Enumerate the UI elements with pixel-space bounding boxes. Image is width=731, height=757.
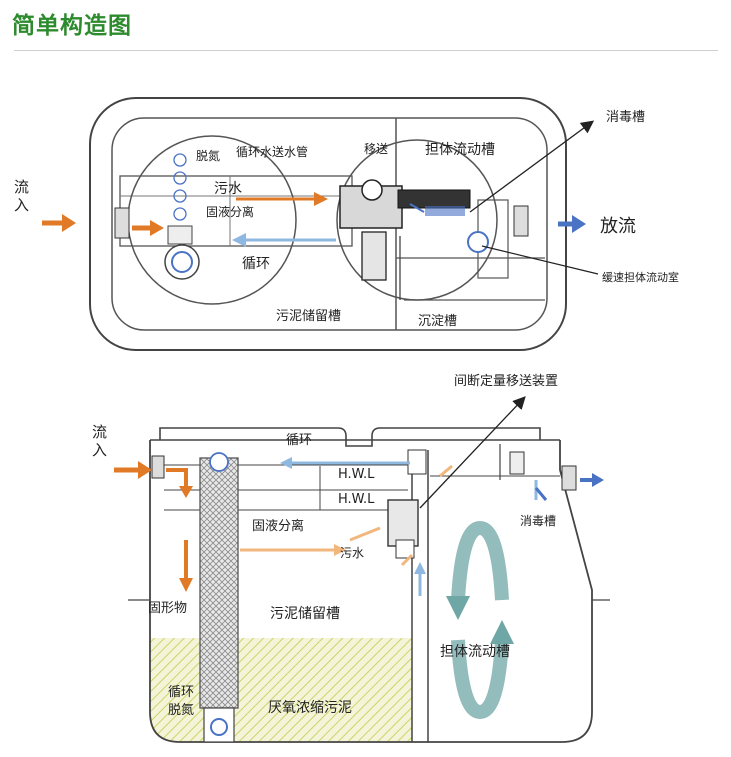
bottom-carrier-tank-label: 担体流动槽 — [440, 644, 510, 660]
carrier-zone-circle — [336, 139, 498, 301]
bottom-sludge-storage-label: 污泥储留槽 — [270, 606, 340, 622]
bottom-diagram: 间断定量移送装置 流入 循环 H.W.L H.W.L 固液分离 污水 消毒槽 固… — [92, 374, 610, 743]
carrier-circulation-arrow — [446, 520, 514, 720]
top-sewage-label: 污水 — [214, 181, 242, 197]
hwl-label-2: H.W.L — [338, 492, 375, 507]
bottom-inflow-label: 流入 — [92, 423, 107, 459]
bottom-tank-outline — [149, 440, 593, 743]
circulation-denitrification-label: 循环脱氮 — [168, 685, 194, 718]
bottom-process-flows — [240, 464, 453, 567]
top-inflow-label-1: 流入 — [14, 178, 29, 214]
bottom-orange-flows — [114, 461, 193, 592]
title-divider — [14, 50, 718, 51]
top-disinfection-label: 消毒槽 — [606, 110, 645, 125]
separation-column — [199, 457, 239, 709]
circulation-pipe-label: 循环水送水管 — [236, 144, 308, 159]
bottom-circulation-label: 循环 — [286, 433, 312, 448]
bottom-blue-flows — [280, 457, 538, 596]
transfer-label: 移送 — [364, 141, 388, 156]
bottom-separation-label: 固液分离 — [252, 518, 304, 534]
top-sludge-storage-label: 污泥储留槽 — [276, 309, 341, 324]
top-separation-label: 固液分离 — [206, 204, 254, 219]
denitrification-label: 脱氮 — [196, 148, 220, 163]
intermittent-transfer-label: 间断定量移送装置 — [454, 374, 558, 389]
hwl-label-1: H.W.L — [338, 467, 375, 482]
bottom-disinfection-label: 消毒槽 — [520, 514, 556, 528]
top-carrier-tank-label: 担体流动槽 — [425, 142, 495, 158]
slow-flow-chamber-label: 缓速担体流动室 — [602, 270, 679, 284]
solids-label: 固形物 — [148, 601, 187, 616]
bottom-sewage-label: 污水 — [340, 546, 364, 560]
top-tank-inner — [111, 117, 548, 331]
outflow-label: 放流 — [600, 216, 636, 237]
page-title: 简单构造图 — [12, 13, 132, 39]
top-circulation-label: 循环 — [242, 256, 270, 272]
top-diagram: 流入 脱氮 循环水送水管 移送 担体流动槽 消毒槽 污水 固液分离 循环 污泥储… — [14, 97, 679, 351]
top-sedimentation-label: 沉淀槽 — [418, 314, 457, 329]
anaerobic-sludge-label: 厌氧浓缩污泥 — [268, 700, 352, 716]
